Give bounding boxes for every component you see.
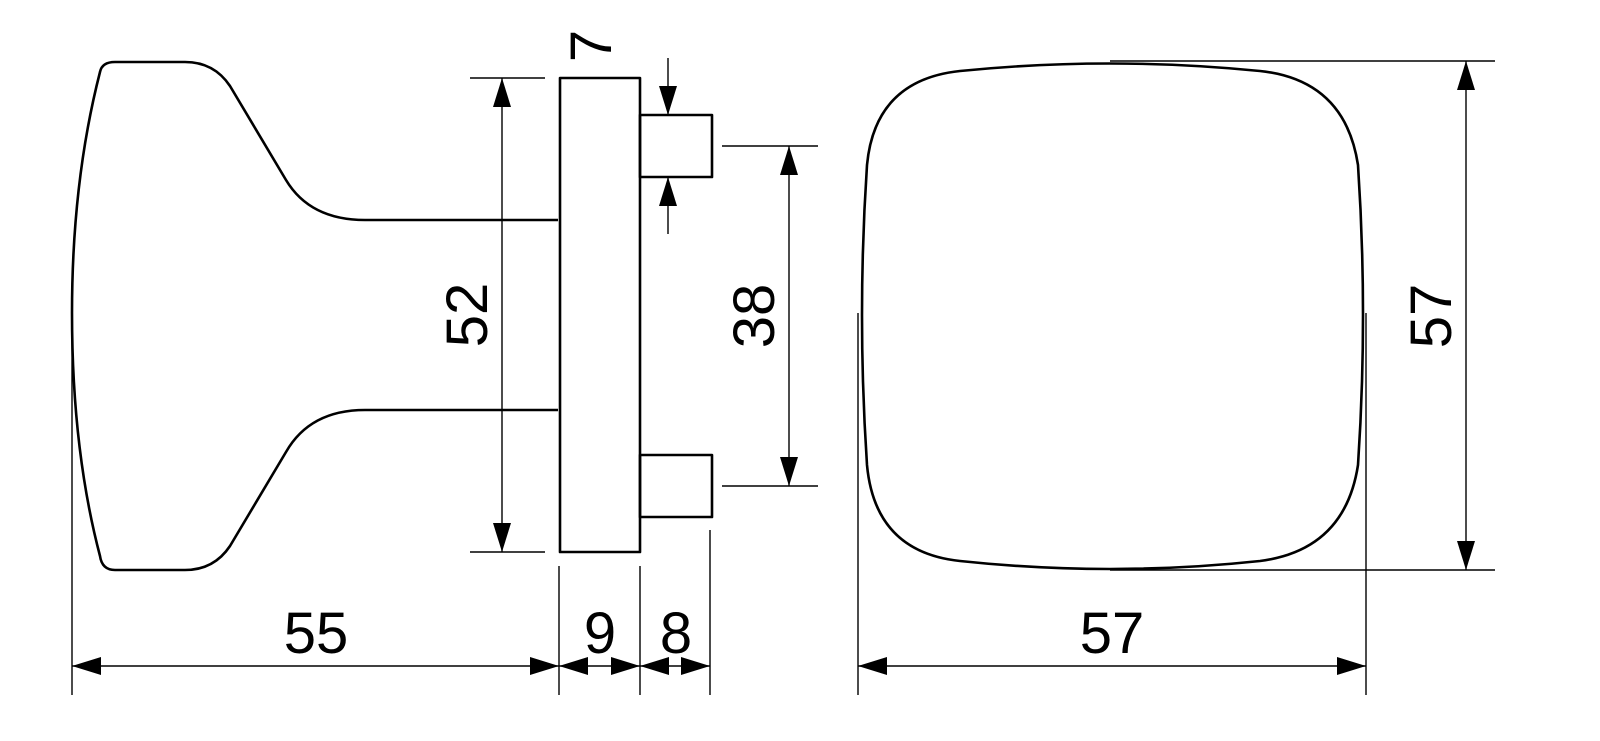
dim-label-7: 7: [559, 30, 624, 62]
extension-lines: [71, 60, 1495, 695]
arrow-8-left: [640, 657, 669, 675]
pin-bottom: [638, 453, 714, 519]
arrow-57v-top: [1457, 61, 1475, 90]
dim-label-55: 55: [284, 601, 349, 666]
arrow-9-left: [559, 657, 588, 675]
arrow-7-bottom: [659, 177, 677, 206]
knob-side-profile: [70, 60, 558, 572]
arrow-9-right: [611, 657, 640, 675]
arrow-8-right: [681, 657, 710, 675]
dim-label-8: 8: [660, 601, 692, 666]
arrow-57h-right: [1337, 657, 1366, 675]
knob-front-face: [860, 62, 1365, 571]
pin-top: [638, 113, 714, 179]
arrow-57h-left: [858, 657, 887, 675]
arrow-38-top: [780, 146, 798, 175]
dim-label-38: 38: [722, 284, 787, 349]
arrow-57v-bottom: [1457, 541, 1475, 570]
arrow-55-left: [72, 657, 101, 675]
dimension-lines: [72, 58, 1467, 667]
dim-label-57-height: 57: [1399, 284, 1464, 349]
arrow-55-right: [530, 657, 559, 675]
arrow-52-bottom: [493, 523, 511, 552]
arrowheads: [72, 61, 1475, 675]
arrow-38-bottom: [780, 457, 798, 486]
dim-label-9: 9: [584, 601, 616, 666]
dim-label-57-width: 57: [1080, 601, 1145, 666]
mounting-plate: [558, 76, 642, 554]
arrow-7-top: [659, 86, 677, 115]
arrow-52-top: [493, 78, 511, 107]
dim-label-52: 52: [435, 283, 500, 348]
